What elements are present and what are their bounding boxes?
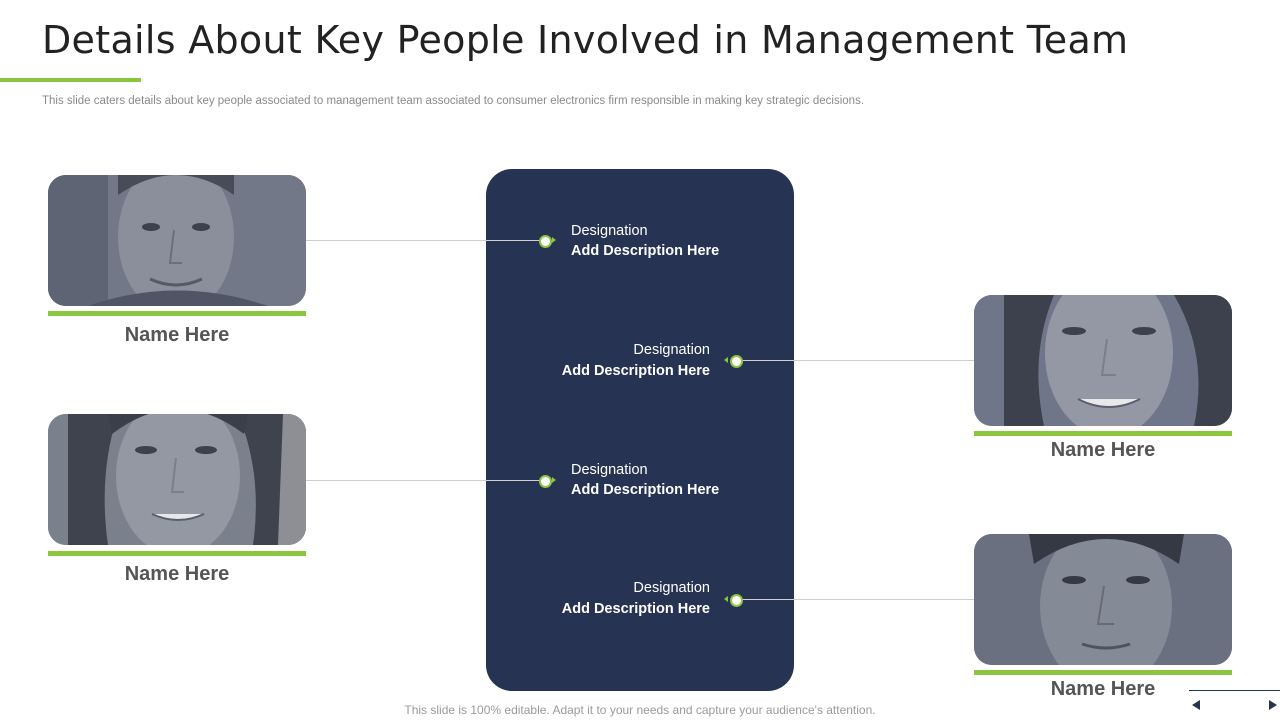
person-photo-4	[974, 534, 1232, 665]
designation-label-3: Designation	[571, 462, 648, 478]
person-name-4: Name Here	[1050, 678, 1156, 700]
connector-dot-4	[730, 594, 743, 607]
connector-line-1	[306, 240, 542, 241]
previous-slide-icon[interactable]	[1192, 700, 1200, 710]
person-name-2: Name Here	[1050, 439, 1156, 461]
description-text-3: Add Description Here	[571, 482, 720, 498]
person-name-1: Name Here	[124, 324, 230, 346]
connector-dot-1	[539, 235, 552, 248]
connector-dot-3	[539, 475, 552, 488]
designation-block-4: Designation Add Description Here	[562, 578, 710, 619]
designation-block-3: Designation Add Description Here	[571, 460, 719, 500]
connector-arrow-4	[724, 596, 728, 602]
designation-label-1: Designation	[571, 223, 648, 239]
page-subtitle: This slide caters details about key peop…	[42, 95, 865, 107]
connector-arrow-3	[552, 477, 556, 483]
description-text-4: Add Description Here	[561, 601, 710, 617]
footer-note: This slide is 100% editable. Adapt it to…	[404, 703, 876, 717]
connector-line-4	[741, 599, 974, 600]
connector-arrow-1	[552, 237, 556, 243]
person-photo-2	[974, 295, 1232, 426]
designation-block-1: Designation Add Description Here	[571, 221, 719, 261]
name-underline-2	[974, 431, 1232, 436]
title-underline	[0, 78, 141, 82]
name-underline-1	[48, 311, 306, 316]
connector-dot-2	[730, 355, 743, 368]
name-underline-4	[974, 670, 1232, 675]
connector-line-3	[306, 480, 542, 481]
connector-line-2	[741, 360, 974, 361]
connector-arrow-2	[724, 357, 728, 363]
person-photo-1	[48, 175, 306, 306]
person-name-3: Name Here	[124, 563, 230, 585]
next-slide-icon[interactable]	[1269, 700, 1277, 710]
name-underline-3	[48, 551, 306, 556]
page-title: Details About Key People Involved in Man…	[42, 18, 1129, 62]
designation-block-2: Designation Add Description Here	[562, 340, 710, 381]
designation-label-2: Designation	[633, 342, 710, 358]
slide-navigation	[1189, 690, 1280, 721]
designation-label-4: Designation	[633, 580, 710, 596]
person-photo-3	[48, 414, 306, 545]
designation-panel	[486, 169, 794, 691]
description-text-2: Add Description Here	[561, 363, 710, 379]
description-text-1: Add Description Here	[571, 243, 720, 259]
